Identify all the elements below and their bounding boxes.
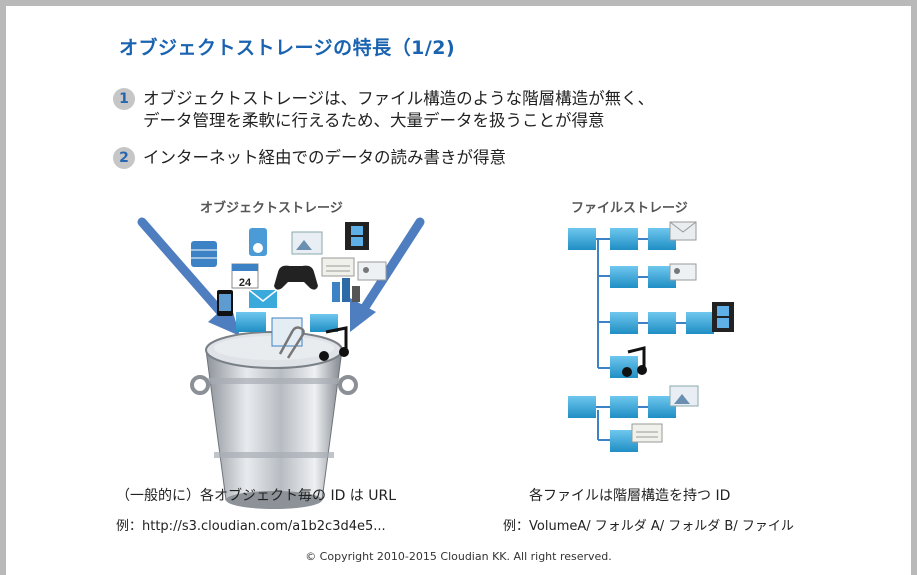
gamepad-icon <box>274 265 318 290</box>
copyright-footer: © Copyright 2010-2015 Cloudian KK. All r… <box>305 550 612 563</box>
point-1-line-1: オブジェクトストレージは、ファイル構造のような階層構造が無く、 <box>143 89 655 108</box>
object-storage-caption: （一般的に）各オブジェクト毎の ID は URL <box>116 488 397 504</box>
mail-icon <box>669 221 697 241</box>
photo-icon <box>669 385 699 407</box>
database-icon <box>191 241 217 267</box>
slide-card <box>6 6 911 575</box>
file-storage-example: 例：VolumeA/ フォルダ A/ フォルダ B/ ファイル <box>503 519 794 534</box>
point-2: 2 インターネット経由でのデータの読み書きが得意 <box>113 147 506 169</box>
point-number-badge: 2 <box>113 147 135 169</box>
film-strip-icon <box>345 222 369 250</box>
music-note-icon <box>622 346 647 377</box>
bar-chart-icon <box>332 278 360 302</box>
left-arrow-icon <box>137 217 240 336</box>
calendar-icon: 24 <box>231 263 259 289</box>
slide-title: オブジェクトストレージの特長（1/2) <box>119 37 456 59</box>
file-storage-caption: 各ファイルは階層構造を持つ ID <box>529 488 731 504</box>
contact-card-icon <box>357 261 387 281</box>
music-player-icon <box>249 228 267 256</box>
contact-card-icon <box>669 263 697 281</box>
file-storage-label: ファイルストレージ <box>571 201 688 216</box>
point-1-line-2: データ管理を柔軟に行えるため、大量データを扱うことが得意 <box>143 111 605 130</box>
object-storage-label: オブジェクトストレージ <box>200 201 343 216</box>
point-number-badge: 1 <box>113 88 135 110</box>
mail-icon <box>248 289 278 308</box>
paperclip-icon <box>278 326 305 359</box>
folder-tree <box>568 221 734 452</box>
point-2-line-1: インターネット経由でのデータの読み書きが得意 <box>143 148 506 167</box>
metal-bucket-icon <box>190 331 358 509</box>
newspaper-icon <box>321 257 355 277</box>
folder-icon <box>568 228 714 452</box>
photo-icon <box>291 231 323 255</box>
music-note-icon <box>319 326 349 361</box>
smartphone-icon <box>217 290 233 316</box>
object-storage-example: 例：http://s3.cloudian.com/a1b2c3d4e5... <box>116 519 386 534</box>
newspaper-icon <box>631 423 663 443</box>
film-strip-icon <box>712 302 734 332</box>
point-1: 1 オブジェクトストレージは、ファイル構造のような階層構造が無く、データ管理を柔軟… <box>113 88 654 132</box>
right-arrow-icon <box>350 217 425 332</box>
calendar-day: 24 <box>239 277 252 289</box>
